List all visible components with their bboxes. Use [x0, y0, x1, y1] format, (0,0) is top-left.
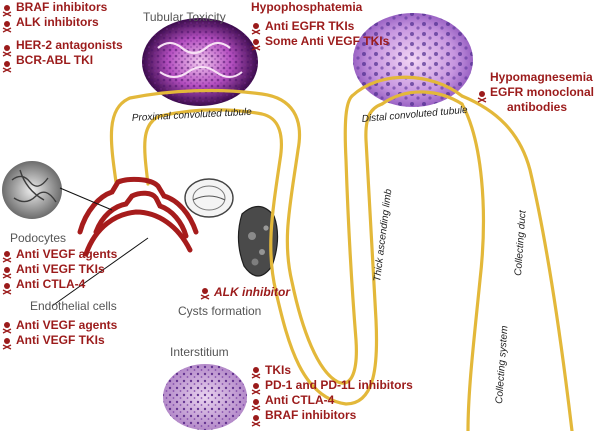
cysts-formation-label: Cysts formation — [178, 304, 262, 318]
drug-item: Anti VEGF agents — [16, 318, 118, 332]
interstitium-label: Interstitium — [170, 345, 229, 359]
tubular-toxicity-label: Tubular Toxicity — [143, 10, 226, 24]
podocytes-drug-list: Anti VEGF agents Anti VEGF TKIs Anti CTL… — [16, 247, 117, 292]
podocyte-em-image — [2, 161, 62, 219]
interstitium-histology-image — [163, 364, 247, 430]
drug-item: antibodies — [507, 100, 568, 114]
podocytes-label: Podocytes — [10, 231, 67, 245]
drug-item: ALK inhibitors — [16, 15, 99, 29]
drug-item: Anti EGFR TKIs — [265, 19, 355, 33]
proximal-tubule-label: Proximal convoluted tubule — [132, 107, 253, 124]
drug-item: Anti VEGF TKIs — [16, 333, 105, 347]
collecting-system-label: Collecting system — [494, 325, 510, 404]
interstitium-drug-list: TKIs PD-1 and PD-1L inhibitors Anti CTLA… — [265, 363, 413, 423]
drug-item: Anti CTLA-4 — [16, 277, 86, 291]
drug-item: HER-2 antagonists — [16, 38, 123, 52]
drug-item: Anti VEGF TKIs — [16, 262, 105, 276]
drug-item: Anti CTLA-4 — [265, 393, 335, 407]
hypomagnesemia-title: Hypomagnesemia — [490, 70, 593, 84]
proximal-histology-image — [142, 18, 258, 106]
drug-item: PD-1 and PD-1L inhibitors — [265, 378, 413, 392]
drug-item: EGFR monoclonal — [490, 85, 595, 99]
drug-item: Some Anti VEGF TKIs — [265, 34, 390, 48]
hypophosphatemia-title: Hypophosphatemia — [251, 0, 363, 14]
drug-item: BRAF inhibitors — [16, 0, 108, 14]
cyst-image — [184, 178, 234, 218]
hypophosphatemia-block: Hypophosphatemia Anti EGFR TKIs Some Ant… — [251, 0, 389, 49]
collecting-duct-label: Collecting duct — [513, 209, 529, 276]
endothelial-drug-list: Anti VEGF agents Anti VEGF TKIs — [16, 318, 117, 348]
top-left-drug-list: BRAF inhibitors ALK inhibitors HER-2 ant… — [16, 0, 123, 68]
nephron-tubule — [109, 75, 574, 431]
alk-inhibitor-label: ALK inhibitor — [214, 285, 290, 299]
thick-limb-label: Thick ascending limb — [372, 188, 394, 282]
drug-item: TKIs — [265, 363, 292, 377]
endothelial-cells-label: Endothelial cells — [30, 299, 117, 313]
drug-item: BRAF inhibitors — [265, 408, 357, 422]
pointer-lines — [51, 187, 149, 307]
hypomagnesemia-block: Hypomagnesemia EGFR monoclonal antibodie… — [477, 70, 594, 115]
skull-icons — [2, 5, 487, 427]
drug-item: BCR-ABL TKI — [16, 53, 94, 67]
glomerular-vessels — [77, 176, 199, 257]
drug-item: Anti VEGF agents — [16, 247, 118, 261]
